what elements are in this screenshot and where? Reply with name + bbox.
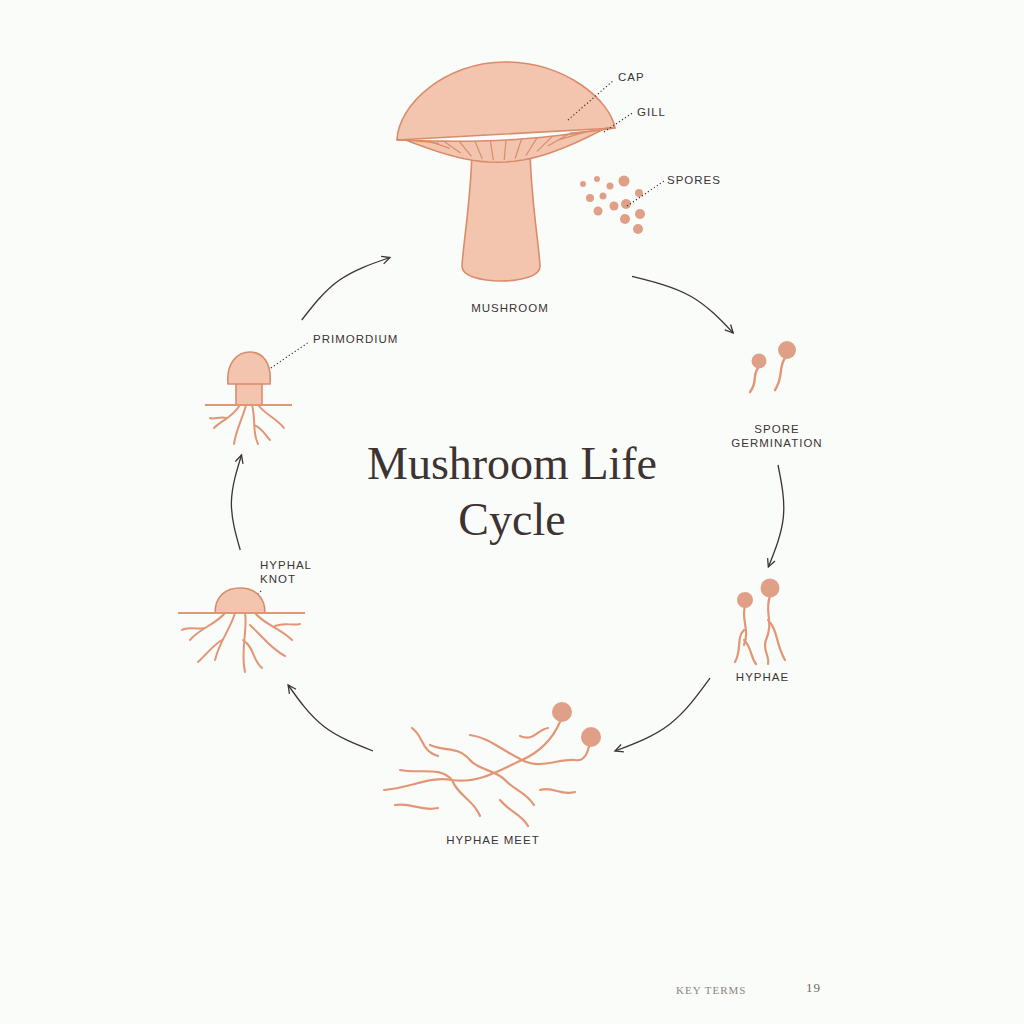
stage-label: SPORE GERMINATION [722, 422, 832, 450]
gill-line [537, 136, 553, 151]
life-stage: HYPHAL KNOT [175, 555, 320, 680]
leader-lines [250, 80, 664, 602]
part-label: SPORES [667, 173, 721, 187]
life-stage: MUSHROOM [395, 55, 627, 325]
life-stage: HYPHAE MEET [378, 695, 610, 855]
part-label: CAP [618, 70, 645, 84]
gill-line [548, 134, 568, 146]
hyphae-spores [737, 579, 780, 609]
mushroom-cap [397, 62, 615, 140]
hyphae-meet-spores [552, 702, 601, 747]
spore-germination [750, 341, 796, 392]
cycle-arrow [632, 276, 733, 333]
stage-label: PRIMORDIUM [313, 332, 417, 346]
life-stage: PRIMORDIUM [205, 325, 420, 450]
part-label: GILL [637, 105, 666, 119]
stage-label: HYPHAE MEET [378, 833, 608, 847]
gill-line [570, 130, 600, 133]
spores [580, 176, 645, 235]
gill-line [444, 141, 461, 153]
page-footer: KEY TERMS [676, 983, 746, 997]
diagram-title: Mushroom Life Cycle [352, 436, 672, 548]
cap-underside [397, 128, 615, 162]
page-footer: 19 [806, 981, 821, 995]
gill-line [475, 141, 483, 159]
primordium-drawing [205, 352, 292, 444]
gill-line [428, 141, 450, 149]
hyphal-knot-drawing [178, 588, 305, 672]
cycle-arrow [231, 455, 241, 550]
cycle-arrow [302, 258, 390, 321]
gill-line [490, 141, 493, 160]
life-stage: SPORE GERMINATION [722, 338, 834, 460]
hyphae-meet-drawing [384, 722, 590, 826]
gill-line [459, 141, 471, 156]
gill-line [526, 138, 537, 156]
cycle-arrow [768, 465, 783, 567]
gill-line [515, 139, 521, 158]
cycle-arrow [288, 685, 373, 751]
mushroom-gills [397, 128, 615, 162]
stage-label: HYPHAL KNOT [260, 558, 318, 586]
gill-line [504, 140, 506, 160]
life-stage: HYPHAE [715, 572, 812, 690]
cycle-arrow [615, 678, 710, 751]
mushroom-stem [462, 150, 540, 281]
stage-label: HYPHAE [715, 670, 810, 684]
stage-label: MUSHROOM [395, 301, 625, 315]
